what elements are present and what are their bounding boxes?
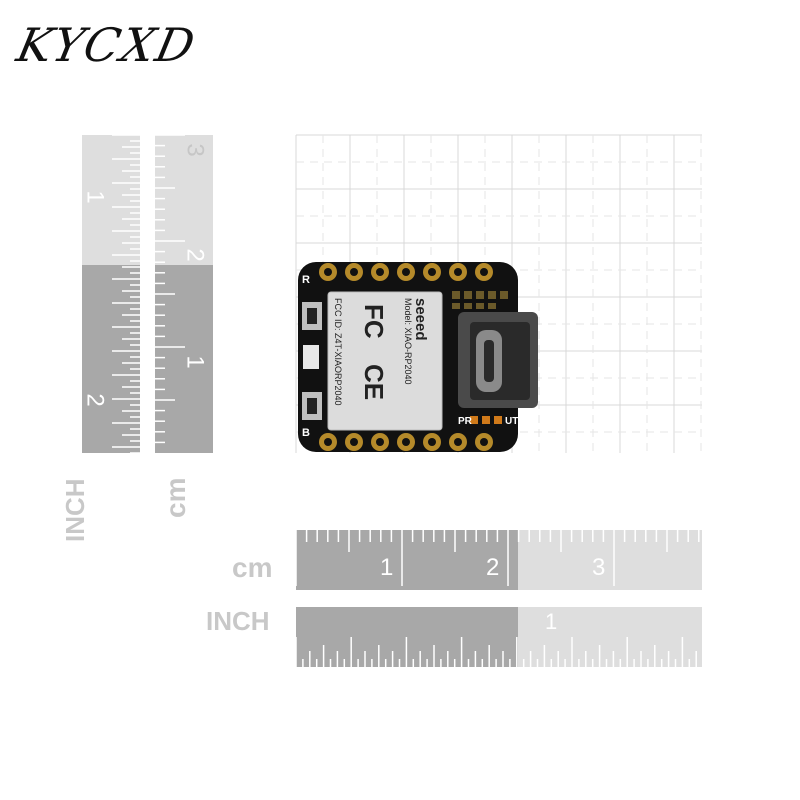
- vertical-cm-label: cm: [160, 477, 191, 518]
- rp2040-shield: [327, 291, 443, 431]
- pad-hole: [480, 438, 488, 446]
- reset-button: [302, 302, 322, 330]
- horizontal-inch-label: INCH: [206, 606, 270, 636]
- usb-c-port: [458, 312, 538, 408]
- boot-button: [302, 392, 322, 420]
- vertical-inch-mark: 2: [81, 393, 109, 407]
- horizontal-inch-ruler: [295, 607, 702, 667]
- vertical-cm-ruler: [155, 134, 213, 453]
- fcc-mark: FC: [359, 304, 389, 339]
- shield-text-area: seeed Model: XIAO-RP2040 FCC ID: Z4T-XIA…: [329, 294, 441, 428]
- horizontal-inch-mark: 1: [545, 609, 558, 634]
- horizontal-cm-label: cm: [232, 552, 273, 583]
- pad-hole: [480, 268, 488, 276]
- castellated-pads: [319, 263, 493, 451]
- pad-hole: [454, 438, 462, 446]
- vertical-inch-ruler: [82, 134, 140, 454]
- shield-brand-text: seeed: [412, 298, 429, 341]
- pad-hole: [350, 438, 358, 446]
- pad-hole: [428, 268, 436, 276]
- pad-hole: [454, 268, 462, 276]
- pad-hole: [324, 438, 332, 446]
- pad-hole: [376, 438, 384, 446]
- rgb-led: [303, 345, 319, 369]
- shield-model-text: Model: XIAO-RP2040: [403, 298, 413, 385]
- vertical-cm-mark: 1: [181, 355, 209, 369]
- horizontal-cm-ruler: [295, 530, 702, 590]
- ce-mark: CE: [359, 364, 389, 401]
- horizontal-cm-mark: 2: [486, 554, 500, 581]
- pad-hole: [402, 438, 410, 446]
- pad-hole: [324, 268, 332, 276]
- pad-hole: [428, 438, 436, 446]
- pad-hole: [376, 268, 384, 276]
- boot-pin-label: B: [302, 427, 310, 439]
- vertical-cm-mark: 2: [181, 248, 209, 262]
- xiao-rp2040-board: [298, 262, 538, 452]
- shield-fccid-text: FCC ID: Z4T-XIAORP2040: [333, 298, 343, 406]
- pad-hole: [402, 268, 410, 276]
- led-label-left: PR: [458, 416, 472, 427]
- led-label-right: UT: [505, 416, 519, 427]
- vertical-inch-label: INCH: [60, 478, 90, 542]
- pad-hole: [350, 268, 358, 276]
- reset-pin-label: R: [302, 274, 310, 286]
- horizontal-cm-mark: 3: [592, 554, 606, 581]
- vertical-inch-mark: 1: [81, 190, 109, 204]
- horizontal-cm-mark: 1: [380, 554, 394, 581]
- vertical-cm-mark: 3: [181, 143, 209, 157]
